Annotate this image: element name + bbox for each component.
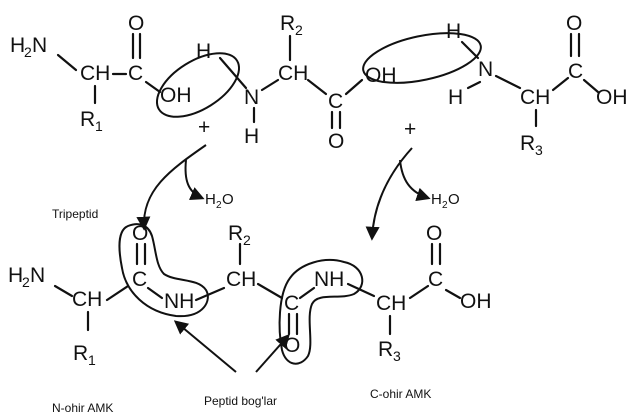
tp-r2-sub: 2 — [243, 232, 251, 248]
tp-amino-sub: 2 — [22, 274, 30, 290]
tp-amide-nh-1: NH — [164, 290, 194, 313]
tp-terminal-oh: OH — [460, 290, 492, 313]
aa2-r: R — [280, 12, 295, 35]
aa2-amino-h-bottom: H — [244, 125, 259, 148]
peptide-bond-arrow-1 — [173, 320, 237, 373]
aa3-amino-n: N — [478, 58, 493, 81]
aa2-r-sub: 2 — [295, 22, 303, 38]
tp-alpha-ch-1: CH — [72, 288, 102, 311]
aa3-oh: OH — [596, 86, 628, 109]
peptide-bonds-label: Peptid bog'lar — [204, 394, 277, 408]
aa2-carbonyl-c: C — [328, 90, 343, 113]
c-terminal-label: C-ohir AMK — [370, 387, 431, 401]
aa1-amino-n: N — [32, 34, 47, 57]
aa3-r: R — [520, 132, 535, 155]
aa1-r: R — [80, 108, 95, 131]
peptide-bond-arrow-2 — [255, 333, 290, 373]
aa1-r-sub: 1 — [95, 118, 103, 134]
n-terminal-label: N-ohir AMK — [52, 401, 113, 415]
tp-carbonyl-o-3: O — [426, 222, 442, 245]
tp-carbonyl-c-3: C — [428, 268, 443, 291]
aa1-oh: OH — [160, 84, 192, 107]
tp-alpha-ch-3: CH — [376, 292, 406, 315]
tp-carbonyl-c-2: C — [284, 292, 299, 315]
plus-sign-2: + — [404, 118, 416, 141]
aa3-carbonyl-c: C — [568, 60, 583, 83]
aa2-amino-n: N — [244, 86, 259, 109]
aa1-carbonyl-o: O — [128, 12, 144, 35]
aa2-oh: OH — [365, 64, 397, 87]
tp-alpha-ch-2: CH — [226, 268, 256, 291]
peptide-bond-2-highlight — [278, 259, 364, 365]
water-group-2-highlight — [362, 32, 482, 84]
water-2-h: H — [431, 191, 442, 208]
tp-r1-sub: 1 — [88, 352, 96, 368]
tp-amino-h: H — [8, 264, 23, 287]
tp-amide-nh-2: NH — [314, 268, 344, 291]
aa3-r-sub: 3 — [535, 142, 543, 158]
peptide-bond-1-highlight — [118, 223, 209, 318]
water-arrow-2 — [399, 159, 431, 202]
water-1-h: H — [205, 191, 216, 208]
tripeptide-label: Tripeptid — [52, 207, 98, 221]
aa3-amino-h-bottom: H — [448, 86, 463, 109]
aa3-carbonyl-o: O — [566, 12, 582, 35]
tp-carbonyl-c-1: C — [132, 268, 147, 291]
aa1-amino-h: H — [10, 34, 25, 57]
aa2-alpha-ch: CH — [278, 62, 308, 85]
water-2-sub: 2 — [442, 200, 448, 211]
water-1-sub: 2 — [216, 200, 222, 211]
water-2-o: O — [448, 191, 460, 208]
tp-r2: R — [228, 222, 243, 245]
tp-r3: R — [378, 338, 393, 361]
aa3-alpha-ch: CH — [520, 86, 550, 109]
tp-carbonyl-o-1: O — [132, 222, 148, 245]
reaction-arrow-1 — [136, 144, 207, 231]
aa1-amino-sub: 2 — [24, 44, 32, 60]
water-group-1-highlight — [155, 52, 241, 118]
water-arrow-1 — [184, 159, 205, 201]
water-1-o: O — [222, 191, 234, 208]
aa2-amino-h-top: H — [196, 40, 211, 63]
reaction-arrow-2 — [365, 147, 413, 241]
tp-r3-sub: 3 — [393, 348, 401, 364]
aa1-alpha-ch: CH — [80, 62, 110, 85]
tp-amino-n: N — [30, 264, 45, 287]
aa3-amino-h-top: H — [446, 20, 461, 43]
plus-sign-1: + — [198, 116, 210, 139]
aa1-carbonyl-c: C — [128, 62, 143, 85]
tp-r1: R — [73, 342, 88, 365]
aa2-carbonyl-o: O — [328, 130, 344, 153]
